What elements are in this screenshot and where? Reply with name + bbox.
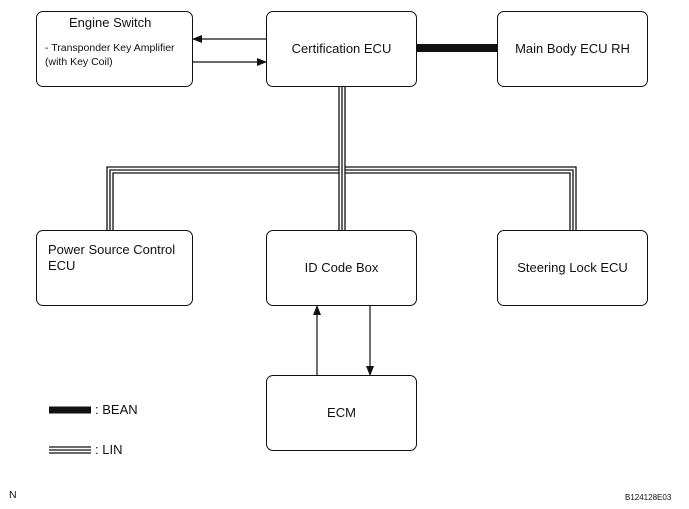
certification-ecu-label: Certification ECU: [291, 41, 392, 56]
engine-switch-detail-1: - Transponder Key Amplifier: [45, 42, 175, 54]
id-code-box-label: ID Code Box: [304, 260, 379, 275]
id-code-box: [266, 230, 417, 306]
footer-right-code: B124128E03: [625, 493, 672, 502]
power-source-ecu-label-1: Power Source Control: [48, 242, 176, 257]
engine-switch-title: Engine Switch: [69, 15, 152, 30]
power-source-ecu-box: [36, 230, 193, 306]
ecm-label: ECM: [327, 405, 356, 420]
ecm-box: [266, 375, 417, 451]
main-body-ecu-box: [497, 11, 648, 87]
engine-switch-detail-2: (with Key Coil): [45, 56, 113, 68]
legend-lin-symbol: [49, 446, 91, 454]
certification-ecu-box: [266, 11, 417, 87]
main-body-ecu-label: Main Body ECU RH: [515, 41, 630, 56]
legend-lin-label: : LIN: [95, 442, 123, 457]
steering-lock-ecu-box: [497, 230, 648, 306]
lin-bus: [106, 87, 577, 230]
steering-lock-ecu-label: Steering Lock ECU: [517, 260, 628, 275]
power-source-ecu-label-2: ECU: [48, 258, 76, 273]
engine-switch-box: [36, 11, 193, 87]
legend-bean-label: : BEAN: [95, 402, 138, 417]
footer-left-code: N: [9, 489, 17, 501]
